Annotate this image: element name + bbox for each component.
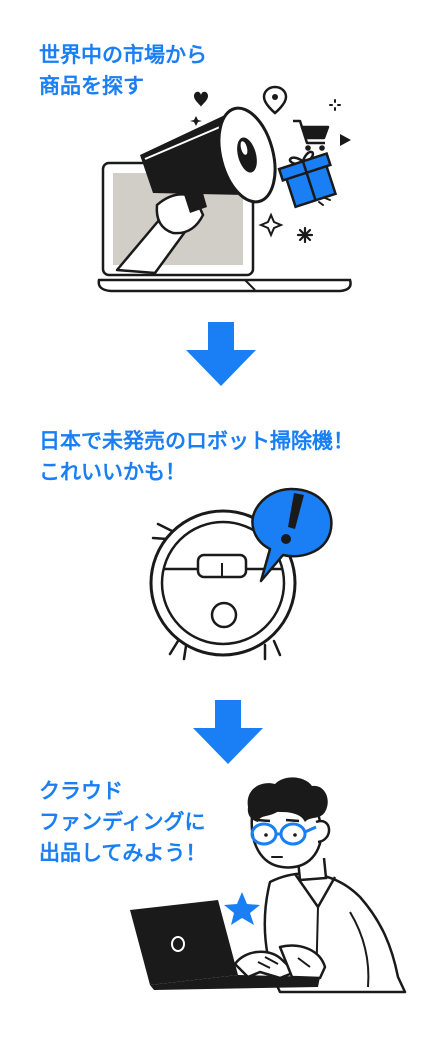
down-arrow-icon [193,700,263,764]
robot-vacuum-illustration [149,487,333,661]
megaphone-laptop-illustration [97,85,352,293]
step-1-title: 世界中の市場から 商品を探す [39,43,207,98]
step-3-title: クラウド ファンディングに 出品してみよう！ [39,779,207,865]
person-laptop-illustration [130,777,407,994]
down-arrow-icon [186,322,256,386]
step-2-title: 日本で未発売のロボット掃除機！ これいいかも！ [39,429,354,484]
